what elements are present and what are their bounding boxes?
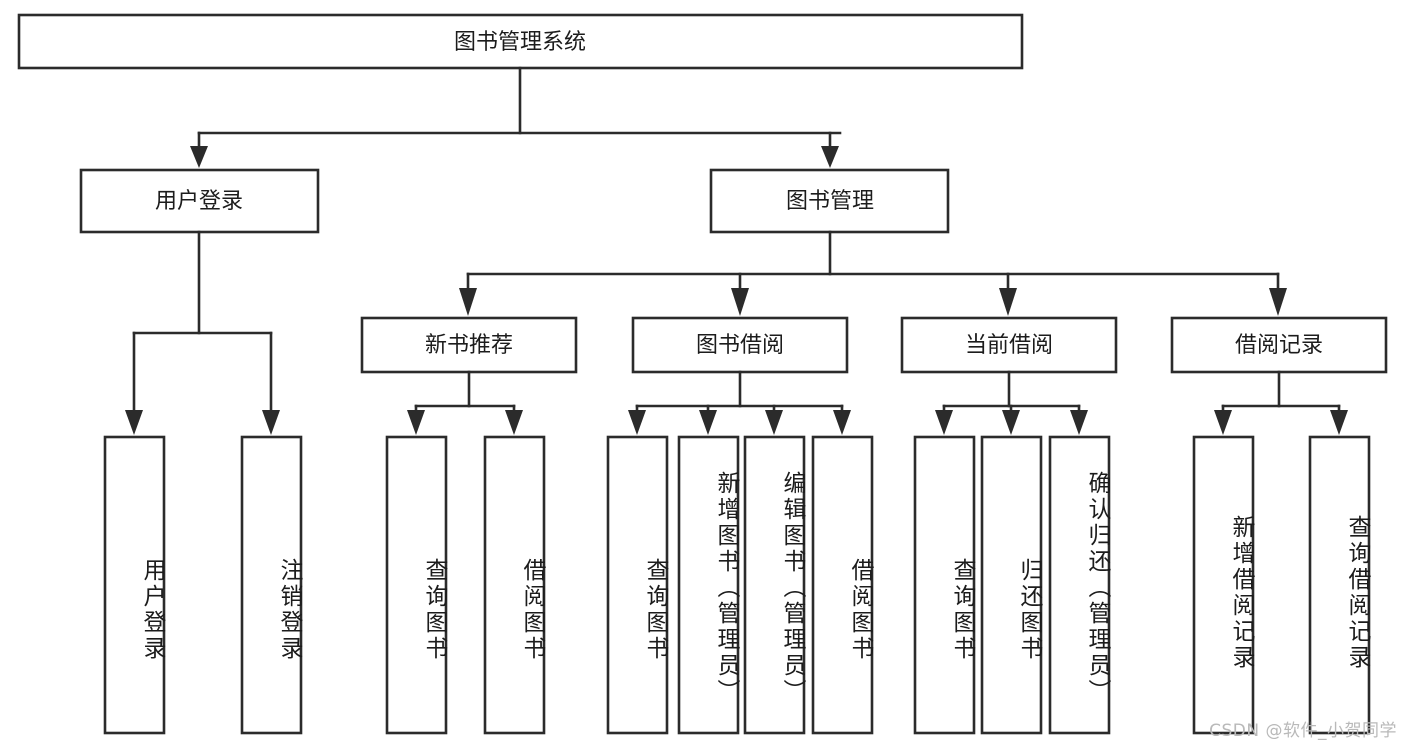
arrow-head-icon (935, 410, 953, 435)
borrow-record-label: 借阅记录 (1235, 333, 1323, 358)
user-login-label: 用户登录 (155, 189, 243, 214)
arrow-head-icon (999, 288, 1017, 316)
csdn-watermark: CSDN @软件_小贺同学 (1209, 721, 1397, 741)
arrow-head-icon (765, 410, 783, 435)
leaf-box-query-book-2[interactable] (606, 435, 669, 735)
new-book-recommend-label: 新书推荐 (425, 333, 513, 358)
arrow-head-icon (1214, 410, 1232, 435)
leaf-box-add-book[interactable] (677, 435, 740, 735)
leaf-box-borrow-book-1[interactable] (483, 435, 546, 735)
arrow-head-icon (821, 146, 839, 168)
leaf-box-logout[interactable] (240, 435, 303, 735)
current-borrow-box[interactable] (900, 316, 1118, 374)
node-book-management[interactable]: 图书管理 (709, 168, 950, 234)
arrow-head-icon (459, 288, 477, 316)
arrow-head-icon (1269, 288, 1287, 316)
node-borrow-record[interactable]: 借阅记录 (1170, 316, 1388, 374)
root-box[interactable] (17, 13, 1024, 70)
leaf-box-return-book[interactable] (980, 435, 1043, 735)
leaf-box-add-record[interactable] (1192, 435, 1255, 735)
arrow-head-icon (628, 410, 646, 435)
arrow-head-icon (125, 410, 143, 435)
leaf-box-query-book-3[interactable] (913, 435, 976, 735)
connector-user-login-to-leaves (125, 230, 280, 435)
arrow-head-icon (190, 146, 208, 168)
current-borrow-label: 当前借阅 (965, 333, 1053, 358)
arrow-head-icon (833, 410, 851, 435)
arrow-head-icon (1070, 410, 1088, 435)
book-management-label: 图书管理 (786, 189, 874, 214)
leaf-box-query-record[interactable] (1308, 435, 1371, 735)
node-root[interactable]: 图书管理系统 (17, 13, 1024, 70)
connector-borrow-record-to-leaves (1214, 370, 1348, 435)
connector-book-borrow-to-leaves (628, 370, 851, 435)
leaf-box-confirm-return[interactable] (1048, 435, 1111, 735)
book-borrow-label: 图书借阅 (696, 333, 784, 358)
node-book-borrow[interactable]: 图书借阅 (631, 316, 849, 374)
connector-book-management-to-level3 (459, 230, 1287, 316)
arrow-head-icon (262, 410, 280, 435)
arrow-head-icon (407, 410, 425, 435)
arrow-head-icon (1002, 410, 1020, 435)
leaf-box-query-book-1[interactable] (385, 435, 448, 735)
arrow-head-icon (731, 288, 749, 316)
arrow-head-icon (505, 410, 523, 435)
root-label: 图书管理系统 (454, 30, 586, 55)
leaf-box-borrow-book-2[interactable] (811, 435, 874, 735)
node-user-login[interactable]: 用户登录 (79, 168, 320, 234)
node-new-book-recommend[interactable]: 新书推荐 (360, 316, 578, 374)
arrow-head-icon (1330, 410, 1348, 435)
leaf-box-edit-book[interactable] (743, 435, 806, 735)
new-book-recommend-box[interactable] (360, 316, 578, 374)
connector-current-borrow-to-leaves (935, 370, 1088, 435)
arrow-head-icon (699, 410, 717, 435)
node-current-borrow[interactable]: 当前借阅 (900, 316, 1118, 374)
connector-root-to-level2 (190, 66, 842, 168)
user-login-box[interactable] (79, 168, 320, 234)
connector-new-book-recommend-to-leaves (407, 370, 523, 435)
leaf-box-user-login[interactable] (103, 435, 166, 735)
